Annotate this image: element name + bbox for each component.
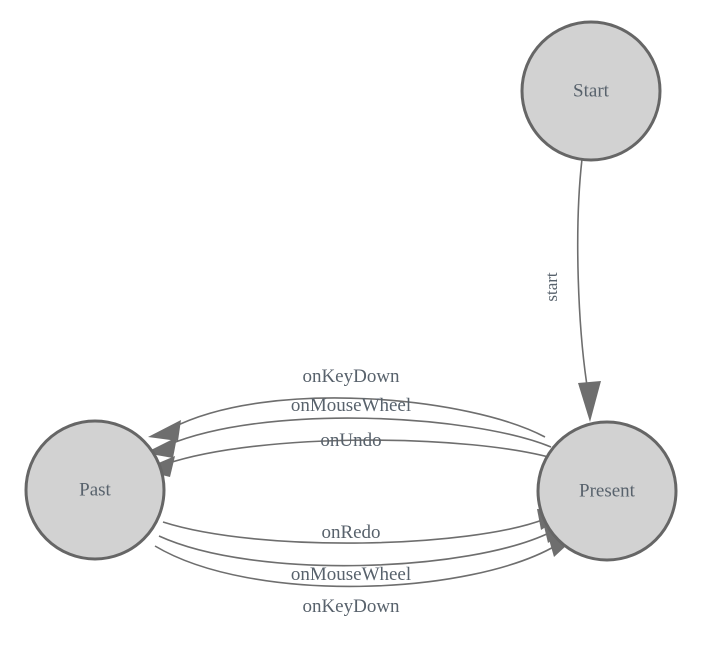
edge-present-to-past-onmousewheel[interactable]: onMouseWheel: [145, 395, 552, 458]
edge-label-present-to-past-onmousewheel: onMouseWheel: [291, 395, 411, 416]
edge-present-to-past-onkeydown[interactable]: onKeyDown: [148, 366, 546, 441]
edge-start-to-present-path: [576, 158, 589, 393]
edge-start-to-present[interactable]: start: [542, 158, 601, 422]
edge-present-to-past-onundo[interactable]: onUndo: [142, 430, 557, 477]
edge-past-to-present-onredo-path: [162, 518, 546, 544]
edge-label-present-to-past-onkeydown: onKeyDown: [302, 366, 400, 387]
edge-past-to-present-onmousewheel-path: [158, 531, 552, 567]
node-present-label: Present: [579, 480, 636, 501]
arrow-head-present-to-past-onkeydown: [148, 420, 181, 441]
edge-label-start: start: [542, 272, 561, 302]
node-present[interactable]: Present: [536, 420, 678, 562]
node-start-circle: [520, 20, 662, 162]
node-past[interactable]: Past: [24, 419, 166, 561]
edge-past-to-present-onredo[interactable]: onRedo: [162, 509, 571, 544]
arrow-head-start-to-present: [578, 381, 601, 422]
node-past-label: Past: [79, 479, 111, 500]
edge-label-past-to-present-onkeydown: onKeyDown: [302, 596, 400, 617]
node-present-circle: [536, 420, 678, 562]
node-start-label: Start: [573, 80, 610, 101]
edge-label-past-to-present-onmousewheel: onMouseWheel: [291, 564, 411, 585]
edge-past-to-present-onkeydown-path: [154, 544, 558, 588]
edge-present-to-past-onkeydown-path: [171, 397, 546, 438]
edge-label-present-to-past-onundo: onUndo: [320, 430, 381, 451]
node-start[interactable]: Start: [520, 20, 662, 162]
edge-present-to-past-onmousewheel-path: [167, 417, 552, 448]
edge-label-past-to-present-onredo: onRedo: [321, 522, 380, 543]
node-past-circle: [24, 419, 166, 561]
edge-present-to-past-onundo-path: [165, 439, 557, 465]
